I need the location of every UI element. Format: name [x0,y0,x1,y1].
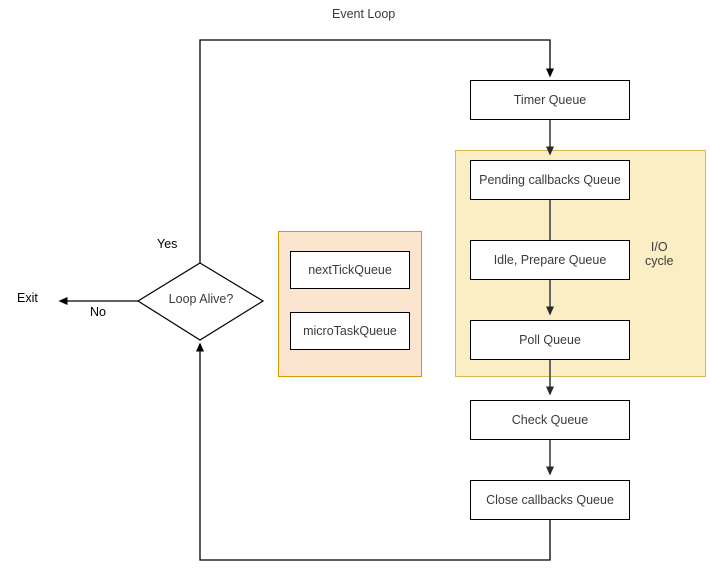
io-cycle-label: I/O cycle [645,240,673,269]
decision-label: Loop Alive? [168,292,234,306]
node-poll-queue[interactable]: Poll Queue [470,320,630,360]
node-idle-prepare-queue[interactable]: Idle, Prepare Queue [470,240,630,280]
io-cycle-label-line2: cycle [645,254,674,269]
edge-label-no: No [90,305,106,319]
node-timer-queue[interactable]: Timer Queue [470,80,630,120]
node-close-callbacks-queue[interactable]: Close callbacks Queue [470,480,630,520]
node-micro-task-queue[interactable]: microTaskQueue [290,312,410,350]
edge-yes-to-timer [199,39,554,263]
terminal-exit: Exit [17,291,38,305]
node-next-tick-queue[interactable]: nextTickQueue [290,251,410,289]
edge-label-yes: Yes [157,237,178,251]
node-pending-callbacks-queue[interactable]: Pending callbacks Queue [470,160,630,200]
node-check-queue[interactable]: Check Queue [470,400,630,440]
io-cycle-label-line1: I/O [650,240,668,254]
diagram-title: Event Loop [332,7,396,21]
decision-diamond[interactable] [136,262,265,341]
edge-loop-return [196,342,551,561]
